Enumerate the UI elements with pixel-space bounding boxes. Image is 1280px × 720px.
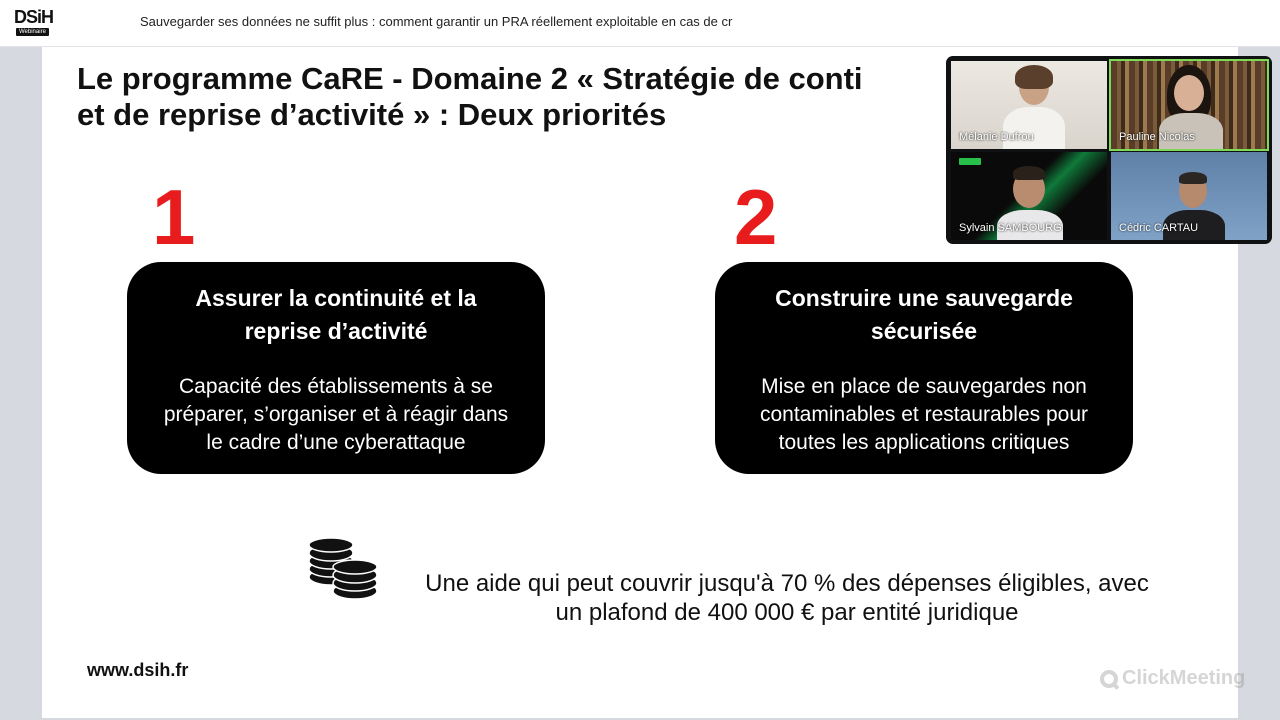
priority-card-body: Capacité des établissements à se prépare… bbox=[141, 373, 531, 457]
priority-body-line: le cadre d’une cyberattaque bbox=[206, 431, 466, 454]
participant-body bbox=[1159, 113, 1223, 149]
participant-body bbox=[997, 210, 1063, 240]
priority-title-line: sécurisée bbox=[870, 318, 978, 344]
slide-heading: Le programme CaRE - Domaine 2 « Stratégi… bbox=[77, 61, 1177, 133]
priority-card-title: Construire une sauvegarde sécurisée bbox=[735, 282, 1113, 348]
priority-number-1: 1 bbox=[152, 173, 196, 261]
priority-body-line: Mise en place de sauvegardes non bbox=[761, 375, 1087, 398]
participant-hair bbox=[1179, 172, 1207, 184]
priority-body-line: Capacité des établissements à se bbox=[178, 375, 493, 398]
video-grid[interactable]: Mélanie Dufrou Pauline Nicolas Sylvain S… bbox=[946, 56, 1272, 244]
clickmeeting-logo-icon bbox=[1100, 669, 1118, 688]
priority-body-line: contaminables et restaurables pour bbox=[759, 403, 1089, 426]
participant-name: Mélanie Dufrou bbox=[959, 131, 1034, 143]
priority-title-line: reprise d’activité bbox=[244, 318, 428, 344]
participant-video-3[interactable]: Sylvain SAMBOURG bbox=[951, 152, 1107, 240]
priority-card-1: Assurer la continuité et la reprise d’ac… bbox=[127, 262, 545, 474]
funding-line: Une aide qui peut couvrir jusqu'à 70 % d… bbox=[425, 570, 1149, 597]
logo-text: DSiH bbox=[14, 7, 54, 27]
participant-body bbox=[1163, 210, 1225, 240]
funding-note: Une aide qui peut couvrir jusqu'à 70 % d… bbox=[372, 569, 1202, 627]
priority-body-line: préparer, s’organiser et à réagir dans bbox=[163, 403, 509, 426]
funding-line: un plafond de 400 000 € par entité jurid… bbox=[555, 599, 1019, 626]
webinar-title: Sauvegarder ses données ne suffit plus :… bbox=[140, 14, 733, 29]
slide-heading-line1: Le programme CaRE - Domaine 2 « Stratégi… bbox=[77, 61, 863, 96]
participant-name: Pauline Nicolas bbox=[1119, 131, 1195, 143]
priority-card-body: Mise en place de sauvegardes non contami… bbox=[729, 373, 1119, 457]
website-url: www.dsih.fr bbox=[87, 660, 189, 680]
participant-name: Sylvain SAMBOURG bbox=[959, 222, 1062, 234]
priority-body-line: toutes les applications critiques bbox=[778, 431, 1070, 454]
clickmeeting-text: ClickMeeting bbox=[1122, 667, 1246, 689]
participant-video-2[interactable]: Pauline Nicolas bbox=[1109, 59, 1269, 151]
slide-heading-line2: et de reprise d’activité » : Deux priori… bbox=[77, 97, 667, 132]
dsih-logo[interactable]: DSiH Webinaire bbox=[14, 7, 54, 37]
participant-video-4[interactable]: Cédric CARTAU bbox=[1111, 152, 1267, 240]
participant-hair bbox=[1015, 65, 1053, 89]
clickmeeting-watermark: ClickMeeting bbox=[1100, 667, 1245, 690]
coins-icon bbox=[308, 537, 378, 600]
participant-head bbox=[1174, 75, 1204, 111]
top-bar: DSiH Webinaire Sauvegarder ses données n… bbox=[0, 0, 1280, 47]
priority-number-2: 2 bbox=[734, 173, 778, 261]
participant-hair bbox=[1013, 166, 1045, 180]
priority-title-line: Construire une sauvegarde bbox=[775, 285, 1073, 311]
logo-subtext: Webinaire bbox=[16, 28, 49, 36]
priority-title-line: Assurer la continuité et la bbox=[195, 285, 477, 311]
background-badge bbox=[959, 158, 981, 165]
participant-body bbox=[1003, 107, 1065, 149]
priority-card-2: Construire une sauvegarde sécurisée Mise… bbox=[715, 262, 1133, 474]
participant-name: Cédric CARTAU bbox=[1119, 222, 1199, 234]
priority-card-title: Assurer la continuité et la reprise d’ac… bbox=[147, 282, 525, 348]
participant-video-1[interactable]: Mélanie Dufrou bbox=[951, 61, 1107, 149]
